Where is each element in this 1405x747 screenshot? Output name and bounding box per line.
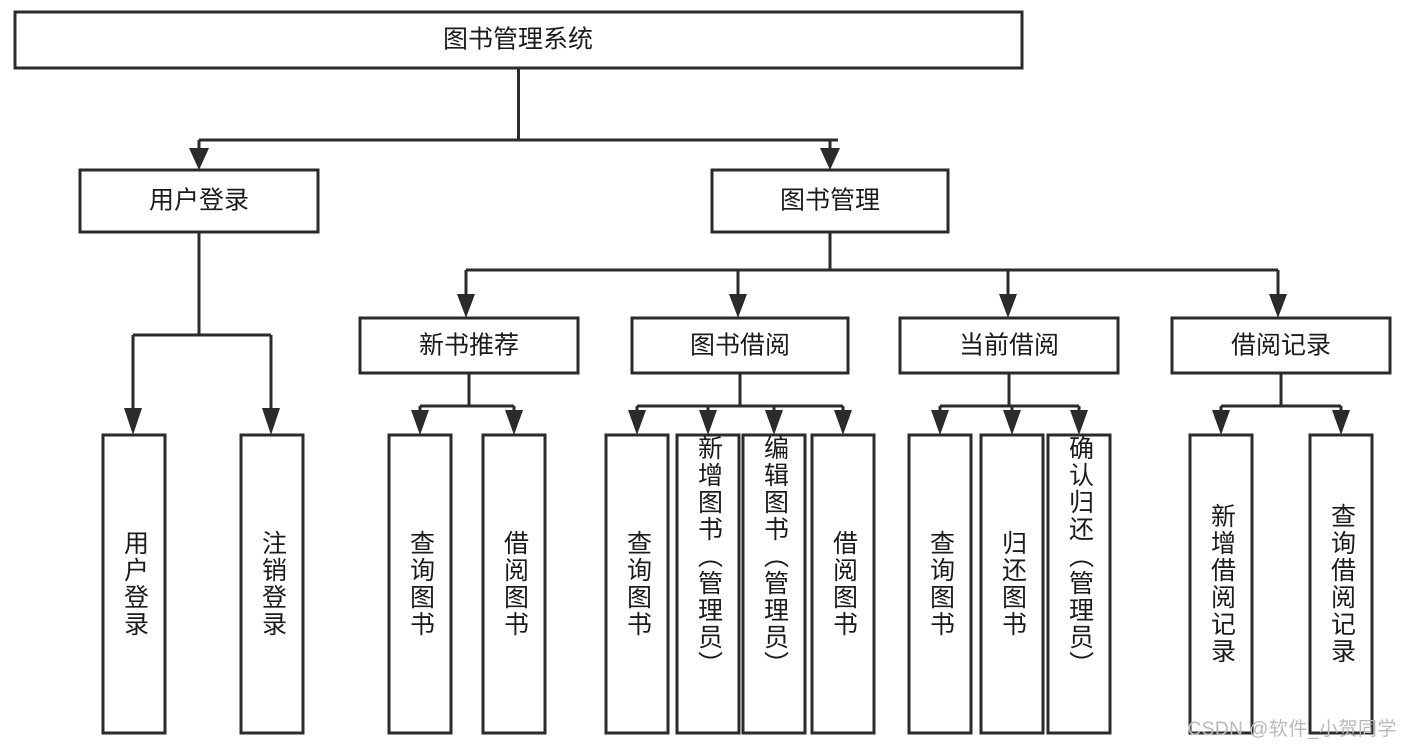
node-current-borrow[interactable]: 当前借阅: [898, 316, 1120, 375]
leaf-box-logout[interactable]: [239, 433, 305, 735]
arrowhead-bookborrow-leaf-1: [628, 410, 646, 435]
leaf-box-borrow-book-1[interactable]: [481, 433, 547, 735]
node-book-borrow[interactable]: 图书借阅: [630, 316, 850, 375]
node-book-borrow-box[interactable]: [630, 316, 850, 375]
arrowhead-current-borrow: [999, 294, 1017, 318]
node-root-label: 图书管理系统: [443, 26, 593, 54]
node-current-borrow-label: 当前借阅: [959, 332, 1059, 360]
arrowhead-leaf-user-login: [124, 408, 142, 435]
leaf-box-add-book-admin[interactable]: [675, 433, 741, 735]
node-root[interactable]: 图书管理系统: [13, 10, 1024, 70]
arrowhead-currentborrow-leaf-3: [1070, 410, 1088, 435]
node-book-manage-label: 图书管理: [780, 187, 880, 215]
leaf-box-user-login[interactable]: [101, 433, 167, 735]
arrowhead-newbook-leaf-1: [411, 410, 429, 435]
arrowhead-book-manage: [820, 148, 840, 170]
node-user-login-box[interactable]: [78, 168, 320, 234]
csdn-watermark: CSDN @软件_小贺同学: [1187, 719, 1397, 740]
arrowhead-borrowrecord-leaf-2: [1332, 410, 1350, 435]
node-root-box[interactable]: [13, 10, 1024, 70]
arrowhead-user-login: [189, 148, 209, 170]
leaf-box-return-book[interactable]: [979, 433, 1045, 735]
leaf-box-query-book-1[interactable]: [387, 433, 453, 735]
node-borrow-record-label: 借阅记录: [1231, 332, 1331, 360]
arrowhead-newbook-leaf-2: [505, 410, 523, 435]
arrowhead-borrow-record: [1269, 294, 1287, 318]
arrowhead-bookborrow-leaf-3: [765, 410, 783, 435]
arrowhead-currentborrow-leaf-2: [1003, 410, 1021, 435]
leaf-box-confirm-return-admin[interactable]: [1046, 433, 1112, 735]
arrowhead-book-borrow: [729, 294, 747, 318]
arrowhead-leaf-logout: [262, 408, 280, 435]
arrowhead-borrowrecord-leaf-1: [1212, 410, 1230, 435]
node-user-login[interactable]: 用户登录: [78, 168, 320, 234]
connector-layer: [124, 68, 1350, 435]
node-book-manage[interactable]: 图书管理: [710, 168, 950, 234]
node-borrow-record[interactable]: 借阅记录: [1170, 316, 1392, 375]
arrowhead-bookborrow-leaf-4: [834, 410, 852, 435]
leaf-box-query-borrow-record[interactable]: [1308, 433, 1374, 735]
node-user-login-label: 用户登录: [149, 187, 249, 215]
leaf-box-query-book-3[interactable]: [907, 433, 973, 735]
node-new-book-recommend-label: 新书推荐: [419, 332, 519, 360]
leaf-box-edit-book-admin[interactable]: [741, 433, 807, 735]
leaf-box-layer: [101, 433, 1374, 735]
node-book-manage-box[interactable]: [710, 168, 950, 234]
arrowhead-bookborrow-leaf-2: [699, 410, 717, 435]
arrowhead-new-book-rec: [457, 294, 475, 318]
node-new-book-recommend[interactable]: 新书推荐: [358, 316, 580, 375]
arrowhead-currentborrow-leaf-1: [931, 410, 949, 435]
node-borrow-record-box[interactable]: [1170, 316, 1392, 375]
leaf-box-query-book-2[interactable]: [604, 433, 670, 735]
leaf-box-add-borrow-record[interactable]: [1188, 433, 1254, 735]
node-current-borrow-box[interactable]: [898, 316, 1120, 375]
node-new-book-recommend-box[interactable]: [358, 316, 580, 375]
node-book-borrow-label: 图书借阅: [690, 332, 790, 360]
leaf-box-borrow-book-2[interactable]: [810, 433, 876, 735]
